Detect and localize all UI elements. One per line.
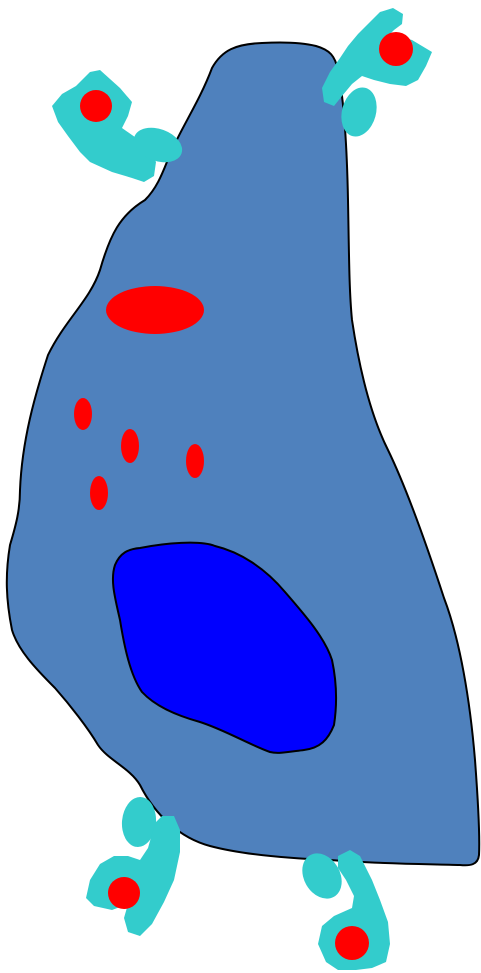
small-red-vesicle-3 — [186, 444, 204, 478]
small-red-vesicle-1 — [74, 398, 92, 430]
receptor-complex-bottom-left — [86, 796, 180, 936]
cell-body — [7, 42, 479, 865]
red-ligand — [80, 90, 112, 122]
large-red-vesicle — [106, 286, 204, 334]
receptor-complex-bottom-right — [294, 846, 390, 970]
small-red-vesicle-2 — [121, 429, 139, 463]
red-ligand — [379, 32, 413, 66]
receptor-arm — [52, 70, 156, 182]
red-ligand — [335, 926, 369, 960]
small-red-vesicle-4 — [90, 476, 108, 510]
receptor-arm — [322, 8, 432, 106]
red-ligand — [108, 877, 140, 909]
